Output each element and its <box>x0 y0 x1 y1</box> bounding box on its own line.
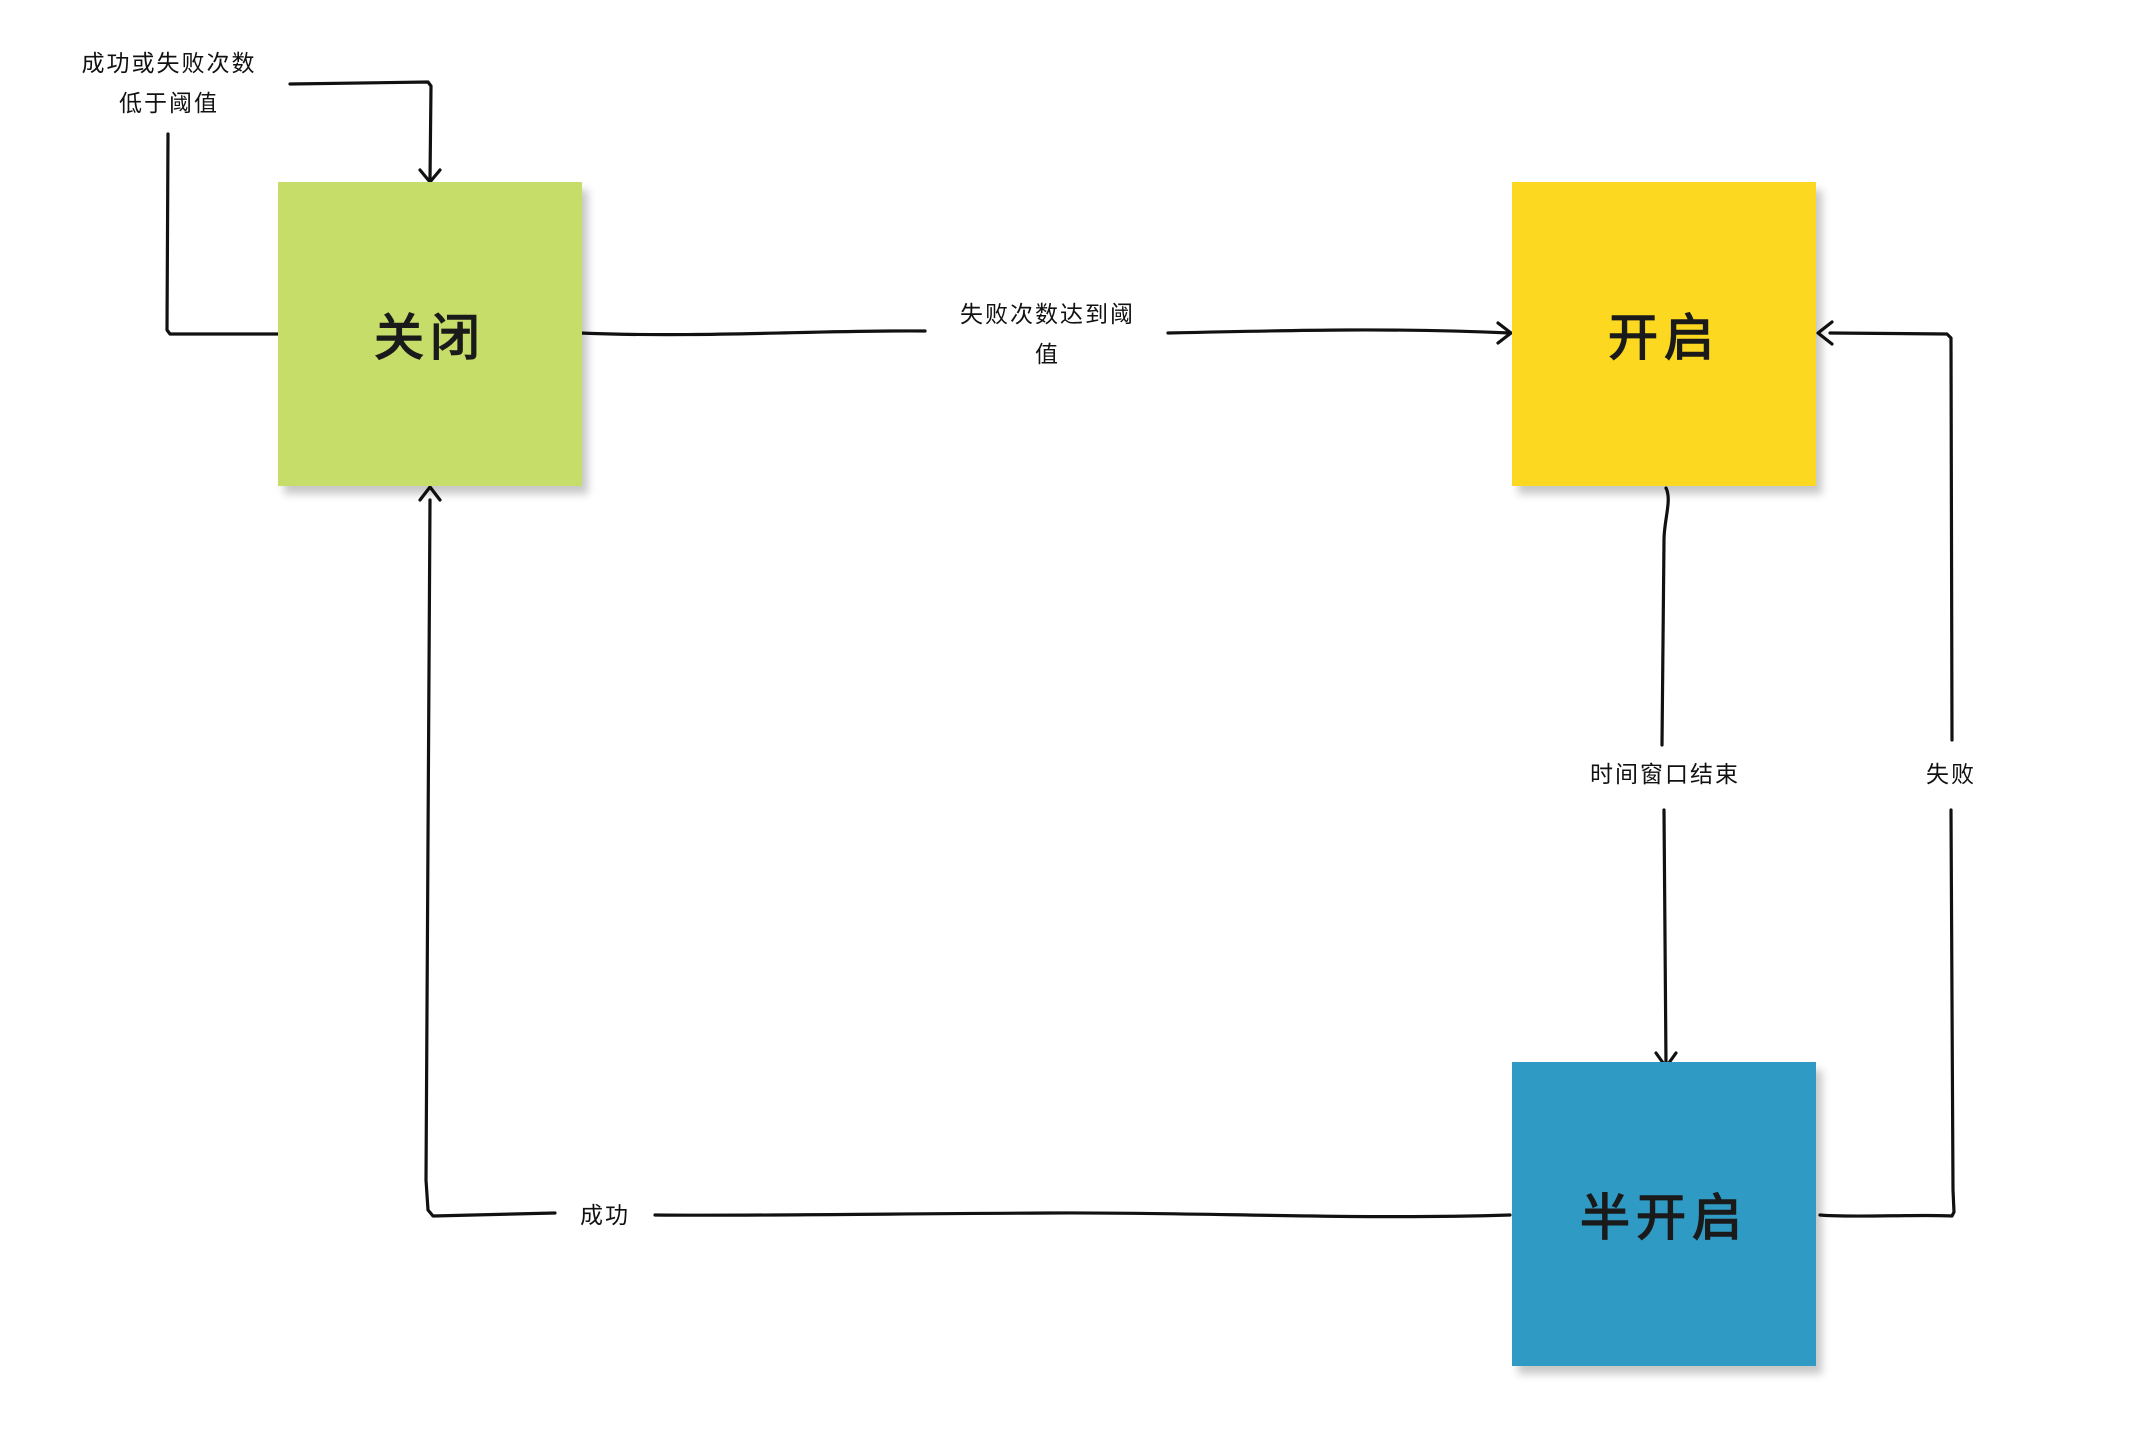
edge-label-half-to-open: 失败 <box>1906 755 1996 795</box>
state-node-closed-label: 关闭 <box>374 309 486 367</box>
edge-half-to-open-arrowhead <box>1816 320 1834 346</box>
edge-closed-to-open-arrowhead <box>1496 321 1513 345</box>
edge-closed-to-open-line-2 <box>1166 328 1512 335</box>
edge-closed-self-line <box>165 132 280 336</box>
edge-closed-self-line-top <box>288 80 433 182</box>
edge-label-open-to-half: 时间窗口结束 <box>1570 755 1760 795</box>
edge-open-to-half-line-2 <box>1662 808 1668 1067</box>
state-node-open[interactable]: 开启 <box>1512 182 1816 486</box>
state-node-half-open[interactable]: 半开启 <box>1512 1062 1816 1366</box>
edge-label-closed-to-open: 失败次数达到阈 值 <box>935 295 1160 375</box>
edge-half-to-closed-line <box>653 1211 1512 1219</box>
edge-half-to-closed-arrowhead <box>418 485 442 502</box>
edge-half-to-open-line-2 <box>1828 331 1954 742</box>
state-node-closed[interactable]: 关闭 <box>278 182 582 486</box>
edge-closed-to-open-line <box>578 329 927 337</box>
state-node-open-label: 开启 <box>1608 309 1720 367</box>
edge-open-to-half-line <box>1660 486 1670 747</box>
state-node-half-open-label: 半开启 <box>1580 1189 1748 1247</box>
edge-label-closed-self: 成功或失败次数 低于阈值 <box>64 44 274 124</box>
edge-label-half-to-closed: 成功 <box>562 1196 648 1236</box>
edge-half-to-closed-line-2 <box>424 498 557 1218</box>
edge-half-to-open-line <box>1818 808 1956 1218</box>
